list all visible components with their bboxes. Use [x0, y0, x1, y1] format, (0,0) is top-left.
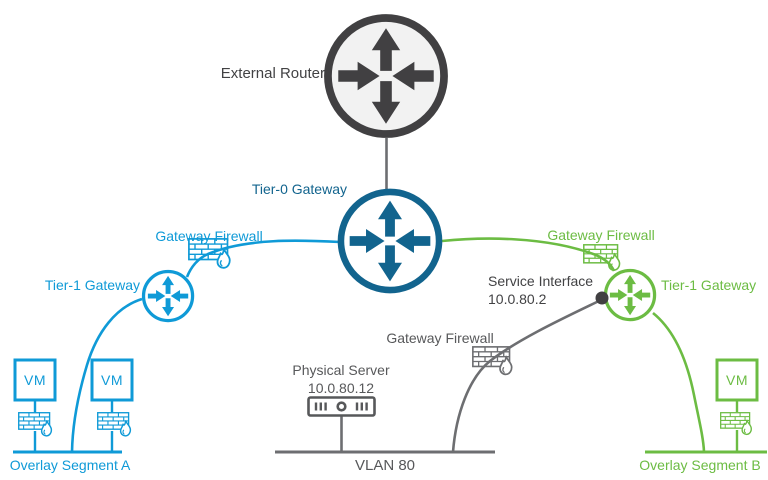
tier1-gateway-left-icon [141, 269, 195, 323]
vm-icon-b: VM [715, 358, 759, 402]
service-interface-dot-icon [595, 291, 609, 305]
service-interface-label: Service Interface [488, 273, 594, 289]
tier0-gateway-icon [341, 192, 439, 290]
link-tier1-left-to-segment-a [70, 297, 143, 453]
physical-server-ip: 10.0.80.12 [307, 380, 375, 396]
link-tier1-right-to-segment-b [652, 311, 706, 453]
service-interface-ip: 10.0.80.2 [488, 291, 547, 307]
link-tier0-to-tier1-right [441, 237, 616, 272]
link-tier0-to-tier1-left [185, 239, 341, 278]
tier1-gateway-left-label: Tier-1 Gateway [44, 277, 140, 293]
vm-links-segment-a [33, 400, 114, 452]
gateway-firewall-right-label: Gateway Firewall [547, 227, 655, 243]
vm-label: VM [101, 372, 123, 388]
vm-icon-a2: VM [90, 358, 134, 402]
tier1-gateway-right-icon [603, 268, 657, 322]
vm-icon-a1: VM [13, 358, 57, 402]
gateway-firewall-center-label: Gateway Firewall [386, 330, 494, 346]
tier0-gateway-label: Tier-0 Gateway [251, 181, 347, 197]
vm-firewall-icon-a2 [97, 412, 132, 437]
tier1-gateway-right-label: Tier-1 Gateway [661, 277, 757, 293]
physical-server-icon [307, 396, 376, 417]
gateway-firewall-left-label: Gateway Firewall [155, 228, 263, 244]
vlan-80-label: VLAN 80 [354, 457, 416, 474]
vm-label: VM [24, 372, 46, 388]
vm-label: VM [726, 372, 748, 388]
external-router-icon [328, 18, 444, 134]
overlay-segment-b-label: Overlay Segment B [639, 457, 761, 473]
link-service-interface-to-vlan [451, 298, 602, 453]
overlay-segment-a-label: Overlay Segment A [9, 457, 131, 473]
physical-server-label: Physical Server [292, 362, 390, 378]
external-router-label: External Router [220, 65, 325, 82]
